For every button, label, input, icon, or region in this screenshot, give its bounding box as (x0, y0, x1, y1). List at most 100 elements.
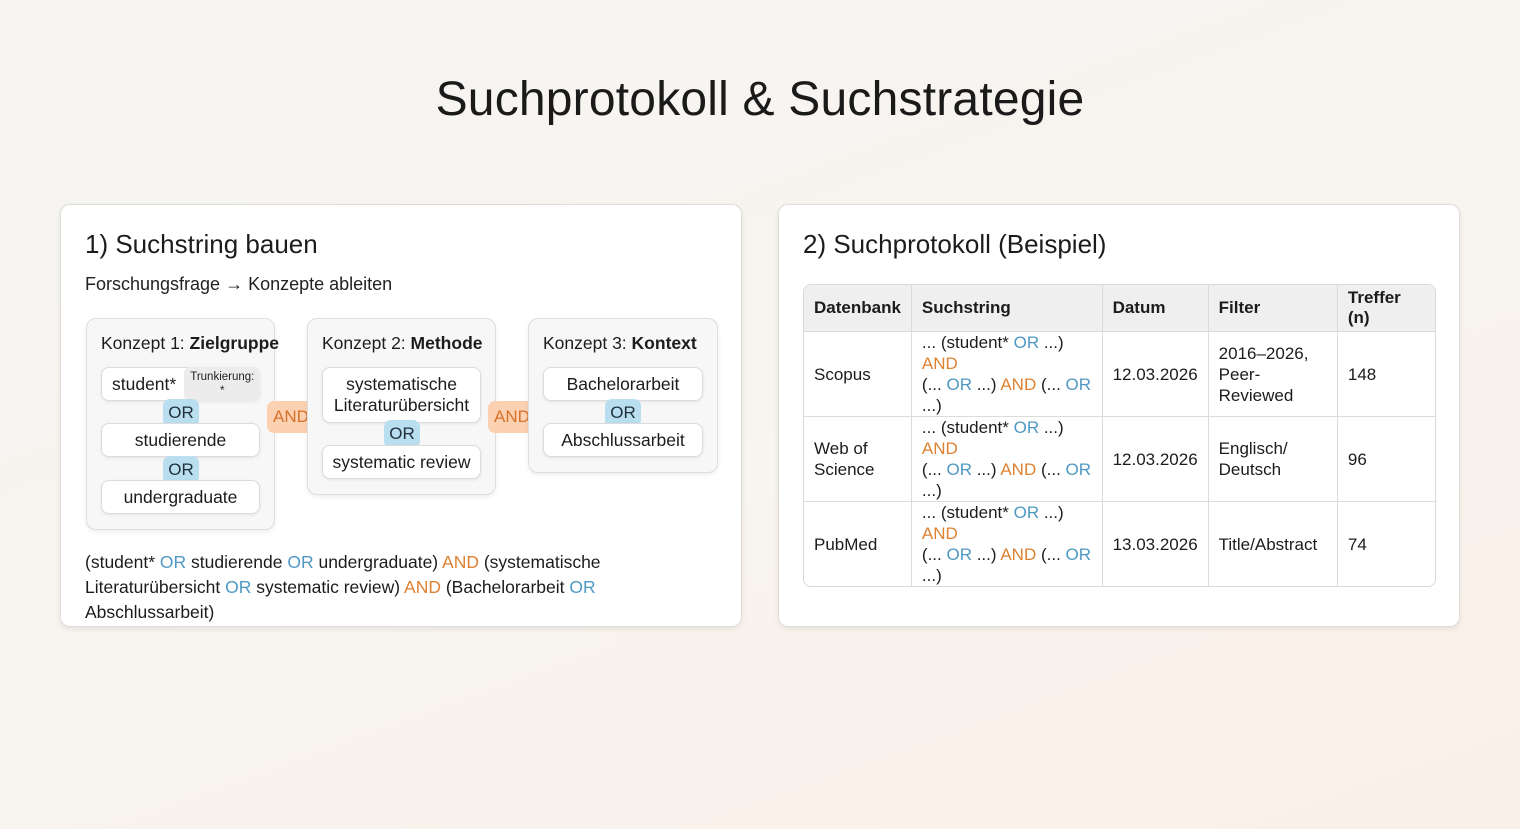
page-title: Suchprotokoll & Suchstrategie (435, 73, 1085, 126)
or-operator: OR (1013, 503, 1040, 522)
or-operator-badge: OR (163, 399, 199, 427)
text-fragment: undergraduate) (313, 552, 443, 572)
cell-filter: Englisch/ Deutsch (1208, 417, 1338, 502)
column-header-datenbank: Datenbank (804, 285, 912, 332)
text-fragment: systematic review) (251, 577, 405, 597)
panel-title-build-string: 1) Suchstring bauen (85, 229, 318, 259)
or-operator: OR (946, 375, 972, 394)
text-fragment: ...) (921, 481, 942, 500)
panel-subtitle: Forschungsfrage → Konzepte ableiten (85, 274, 393, 294)
text-fragment: ...) (921, 396, 942, 415)
term-chip: Bachelorarbeit (543, 367, 703, 401)
and-operator: AND (1000, 460, 1037, 479)
text-fragment: ... (student* (921, 418, 1014, 437)
table-row: Scopus... (student* OR ...) AND(... OR .… (804, 332, 1435, 417)
search-string-builder-panel: 1) Suchstring bauen Forschungsfrage → Ko… (60, 204, 742, 627)
and-operator: AND (921, 354, 958, 373)
and-operator: AND (1000, 375, 1037, 394)
cell-filter: Title/Abstract (1209, 502, 1338, 586)
search-line: (... OR ...) AND (... OR ...) (922, 374, 1092, 416)
search-line: ... (student* OR ...) AND (922, 332, 1092, 374)
cell-datum: 13.03.2026 (1103, 502, 1209, 586)
term-chip: systematic review (322, 445, 481, 479)
search-line: ... (student* OR ...) AND (922, 417, 1092, 459)
term-chip: Abschlussarbeit (543, 423, 703, 457)
cell-treffer: 148 (1337, 332, 1435, 417)
concept-card-kontext: Konzept 3: Kontext Bachelorarbeit OR Abs… (528, 318, 718, 473)
text-fragment: ...) (971, 460, 1001, 479)
cell-filter: 2016–2026, Peer-Reviewed (1208, 332, 1338, 417)
column-header-suchstring: Suchstring (911, 285, 1103, 332)
text-fragment: (systematische Literaturübersicht (85, 552, 601, 597)
truncation-badge: Trunkierung: * (184, 367, 261, 401)
cell-datenbank: Web of Science (804, 417, 912, 502)
search-line: ... (student* OR ...) AND (922, 502, 1092, 544)
text-fragment: Abschlussarbeit) (85, 602, 215, 622)
search-protocol-table: Datenbank Suchstring Datum Filter Treffe… (803, 284, 1436, 587)
text-fragment: (... (1036, 545, 1066, 564)
search-line: (... OR ...) AND (... OR ...) (922, 459, 1092, 501)
search-protocol-panel: 2) Suchprotokoll (Beispiel) Datenbank Su… (778, 204, 1460, 627)
concept-title: Konzept 1: Zielgruppe (101, 333, 279, 353)
or-operator: OR (225, 577, 252, 597)
term-chip: studierende (101, 423, 260, 457)
cell-suchstring: ... (student* OR ...) AND(... OR ...) AN… (911, 417, 1103, 502)
cell-datenbank: Scopus (804, 332, 912, 417)
concept-card-methode: Konzept 2: Methode systematische Literat… (307, 318, 496, 495)
text-fragment: ...) (971, 545, 1001, 564)
table-header-row: Datenbank Suchstring Datum Filter Treffe… (804, 285, 1435, 332)
or-operator: OR (1013, 418, 1040, 437)
term-chip: systematische Literaturübersicht (322, 367, 481, 423)
concept-card-zielgruppe: Konzept 1: Zielgruppe student* Trunkieru… (86, 318, 279, 530)
table-row: PubMed... (student* OR ...) AND(... OR .… (804, 502, 1435, 586)
combined-boolean-search-string: (student* OR studierende OR undergraduat… (85, 550, 725, 625)
cell-datum: 12.03.2026 (1102, 417, 1209, 502)
cell-datum: 12.03.2026 (1102, 332, 1209, 417)
text-fragment: ... (student* (921, 503, 1014, 522)
concept-title: Konzept 3: Kontext (543, 333, 697, 353)
text-fragment: ...) (1039, 418, 1064, 437)
or-operator-badge: OR (163, 456, 199, 484)
and-operator: AND (921, 524, 958, 543)
text-fragment: studierende (186, 552, 288, 572)
text-fragment: ... (student* (921, 333, 1014, 352)
and-operator: AND (404, 577, 441, 597)
column-header-datum: Datum (1102, 285, 1209, 332)
cell-datenbank: PubMed (804, 502, 912, 586)
cell-treffer: 74 (1347, 534, 1367, 554)
search-line: (... OR ...) AND (... OR ...) (922, 544, 1092, 586)
or-operator: OR (1065, 545, 1092, 564)
or-operator: OR (159, 552, 187, 572)
text-fragment: (student* (85, 552, 160, 572)
column-header-filter: Filter (1208, 285, 1338, 332)
or-operator: OR (1065, 375, 1092, 394)
table-row: Web of Science... (student* OR ...) AND(… (804, 417, 1435, 502)
and-operator: AND (1000, 545, 1037, 564)
or-operator: OR (1013, 333, 1040, 352)
or-operator: OR (946, 460, 972, 479)
text-fragment: ...) (971, 375, 1001, 394)
column-header-treffer: Treffer (n) (1337, 285, 1435, 332)
cell-suchstring: ... (student* OR ...) AND(... OR ...) AN… (911, 332, 1103, 417)
or-operator: OR (1065, 460, 1092, 479)
text-fragment: (... (921, 460, 947, 479)
text-fragment: ...) (921, 566, 942, 585)
text-fragment: (... (1036, 460, 1066, 479)
panel-title-protocol: 2) Suchprotokoll (Beispiel) (803, 229, 1107, 259)
and-operator: AND (442, 552, 479, 572)
or-operator-badge: OR (605, 399, 641, 427)
text-fragment: (Bachelorarbeit (440, 577, 570, 597)
text-fragment: (... (921, 545, 947, 564)
or-operator-badge: OR (384, 420, 420, 448)
text-fragment: (... (1036, 375, 1066, 394)
text-fragment: (... (921, 375, 947, 394)
cell-treffer: 96 (1337, 417, 1435, 502)
term-chip: undergraduate (101, 480, 260, 514)
term-chip: student* Trunkierung: * (101, 367, 261, 401)
or-operator: OR (946, 545, 972, 564)
or-operator: OR (569, 577, 596, 597)
or-operator: OR (287, 552, 314, 572)
text-fragment: ...) (1039, 333, 1064, 352)
cell-suchstring: ... (student* OR ...) AND(... OR ...) AN… (912, 502, 1103, 586)
and-operator: AND (921, 439, 958, 458)
